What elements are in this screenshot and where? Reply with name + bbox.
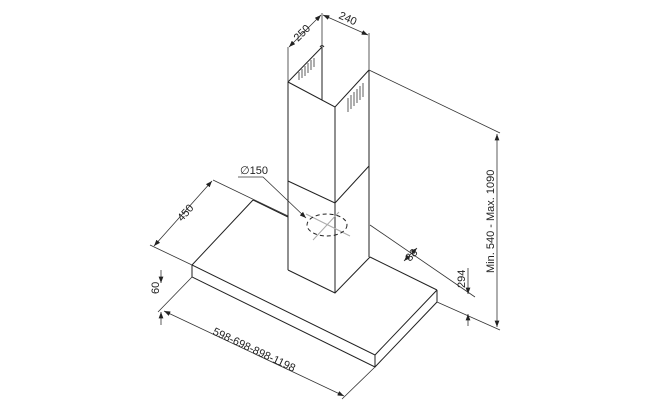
label-total-height: Min. 540 - Max. 1090 — [485, 170, 497, 273]
vent-grille-right — [347, 83, 364, 112]
label-duct-diameter: ∅150 — [240, 165, 268, 177]
label-canopy-depth: 450 — [175, 202, 196, 224]
duct-opening — [305, 211, 351, 241]
label-chimney-width: 240 — [337, 10, 359, 28]
label-canopy-height: 294 — [456, 270, 468, 288]
vent-grille-left — [298, 58, 315, 80]
label-widths: 598-698-898-1198 — [211, 326, 297, 375]
label-canopy-thickness: 60 — [150, 282, 162, 294]
chimney — [287, 45, 371, 294]
dimension-lines — [149, 13, 501, 400]
